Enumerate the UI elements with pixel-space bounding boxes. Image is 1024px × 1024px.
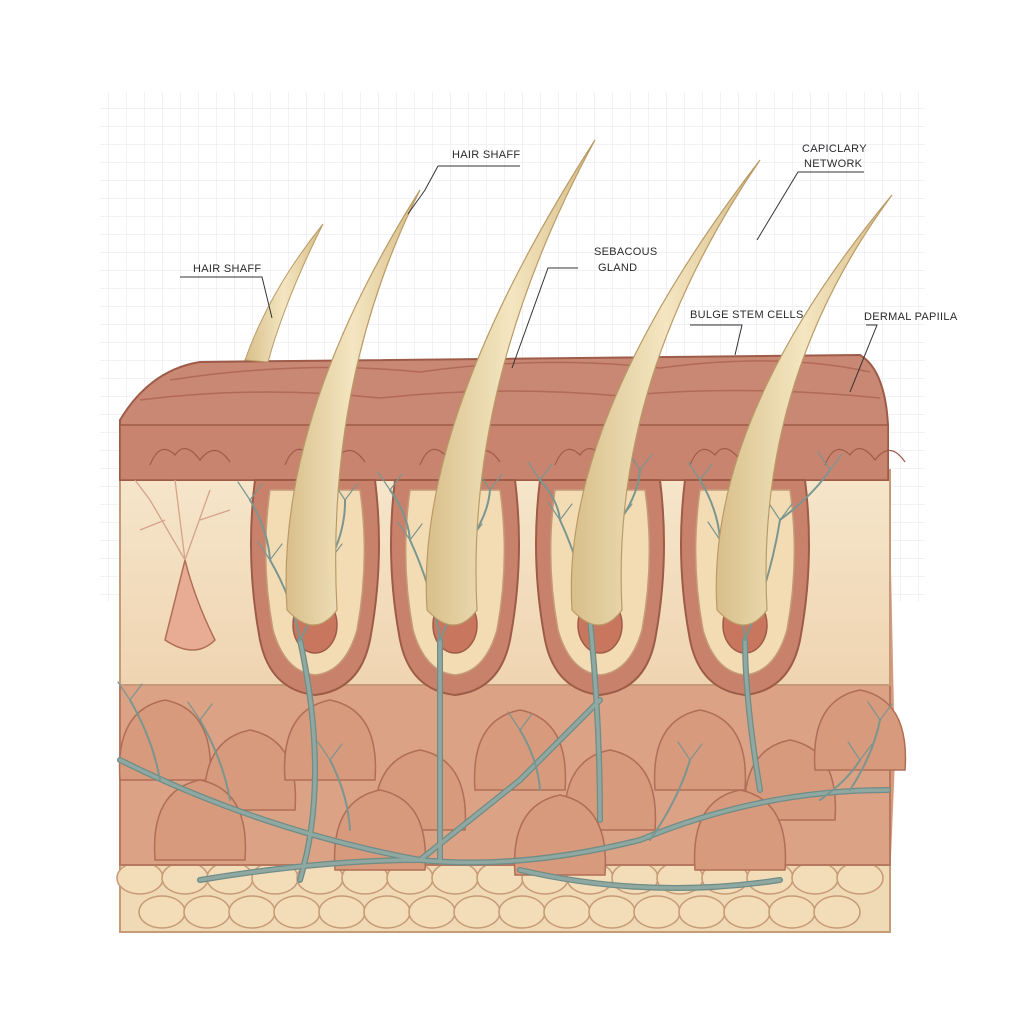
label-bulge-stem-cells: BULGE STEM CELLS	[690, 309, 804, 321]
label-hair-shaft-top: HAIR SHAFF	[452, 149, 520, 161]
label-sebaceous-line2: GLAND	[598, 262, 637, 274]
label-capillary-line1: CAPICLARY	[802, 143, 867, 155]
fat-cell	[319, 896, 365, 928]
fat-cell	[634, 896, 680, 928]
fat-cell	[432, 862, 478, 894]
fat-cell	[769, 896, 815, 928]
fat-cell	[724, 896, 770, 928]
fat-cell	[499, 896, 545, 928]
label-hair-shaft-left: HAIR SHAFF	[193, 263, 261, 275]
fat-cell	[117, 862, 163, 894]
fat-cell	[274, 896, 320, 928]
fat-cell	[837, 862, 883, 894]
fat-cell	[229, 896, 275, 928]
fat-cell	[544, 896, 590, 928]
fat-cell	[589, 896, 635, 928]
label-sebaceous-line1: SEBACOUS	[594, 246, 658, 258]
fat-cell	[139, 896, 185, 928]
label-dermal-papilla: DERMAL PAPIILA	[864, 311, 958, 323]
fat-cell	[454, 896, 500, 928]
fat-cell	[364, 896, 410, 928]
fat-cell	[814, 896, 860, 928]
label-capillary-line2: NETWORK	[804, 158, 863, 170]
fat-cell	[792, 862, 838, 894]
fat-cell	[184, 896, 230, 928]
fat-cell	[679, 896, 725, 928]
fat-cell	[409, 896, 455, 928]
